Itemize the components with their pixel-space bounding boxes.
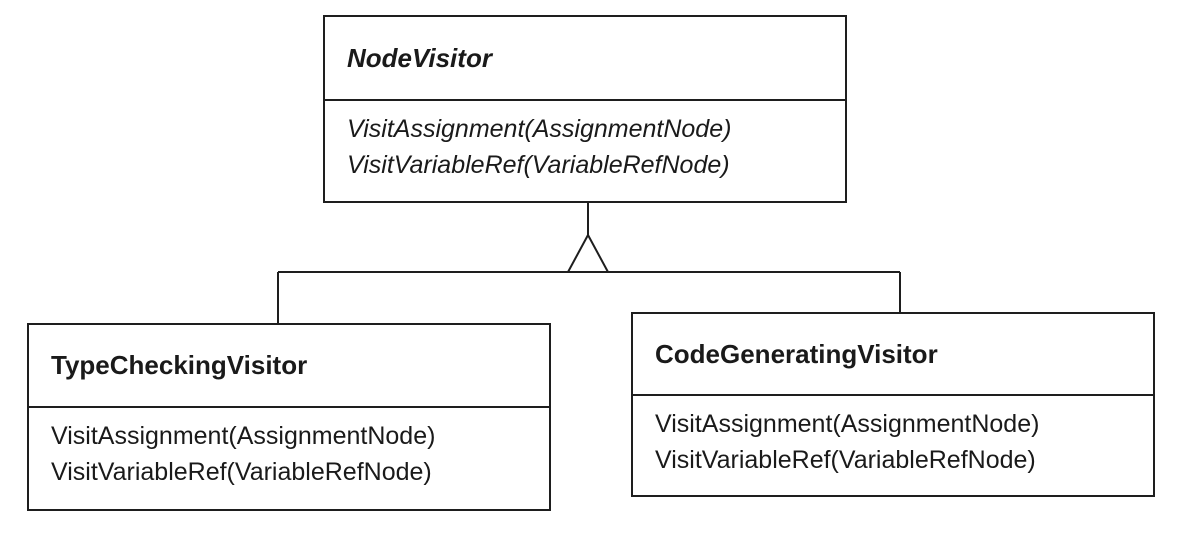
class-name: CodeGeneratingVisitor [633, 314, 1153, 396]
operations-compartment: VisitAssignment(AssignmentNode) VisitVar… [29, 408, 549, 490]
operation-visit-variable-ref: VisitVariableRef(VariableRefNode) [51, 458, 432, 486]
operations-compartment: VisitAssignment(AssignmentNode) VisitVar… [325, 101, 845, 183]
class-type-checking-visitor: TypeCheckingVisitor VisitAssignment(Assi… [27, 323, 551, 511]
operation-visit-variable-ref: VisitVariableRef(VariableRefNode) [347, 151, 730, 179]
operations-compartment: VisitAssignment(AssignmentNode) VisitVar… [633, 396, 1153, 478]
generalization-triangle [566, 232, 610, 273]
operation-visit-assignment: VisitAssignment(AssignmentNode) [655, 410, 1040, 438]
operation-visit-variable-ref: VisitVariableRef(VariableRefNode) [655, 446, 1036, 474]
operation-visit-assignment: VisitAssignment(AssignmentNode) [347, 115, 732, 143]
class-code-generating-visitor: CodeGeneratingVisitor VisitAssignment(As… [631, 312, 1155, 497]
class-node-visitor: NodeVisitor VisitAssignment(AssignmentNo… [323, 15, 847, 203]
class-name: TypeCheckingVisitor [29, 325, 549, 408]
operation-visit-assignment: VisitAssignment(AssignmentNode) [51, 422, 436, 450]
class-name: NodeVisitor [325, 17, 845, 101]
